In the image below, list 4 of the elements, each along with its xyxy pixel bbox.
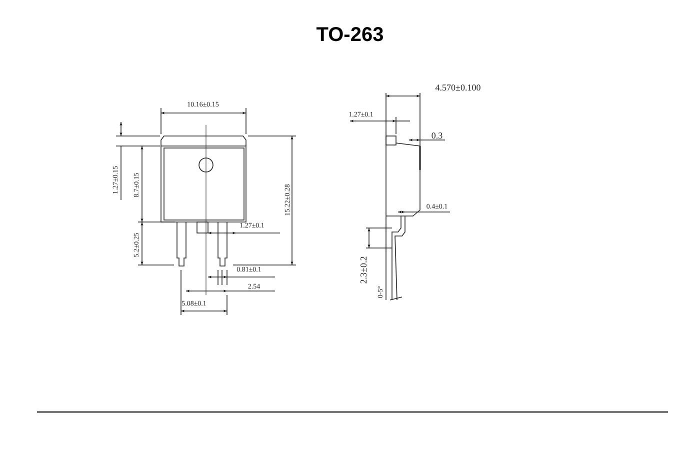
- dimension-label: 0.3: [431, 132, 443, 140]
- dimension-label: 4.570±0.100: [435, 84, 481, 92]
- drawing-title: TO-263: [315, 24, 385, 47]
- dimension-label: 2.3±0.2: [360, 256, 368, 284]
